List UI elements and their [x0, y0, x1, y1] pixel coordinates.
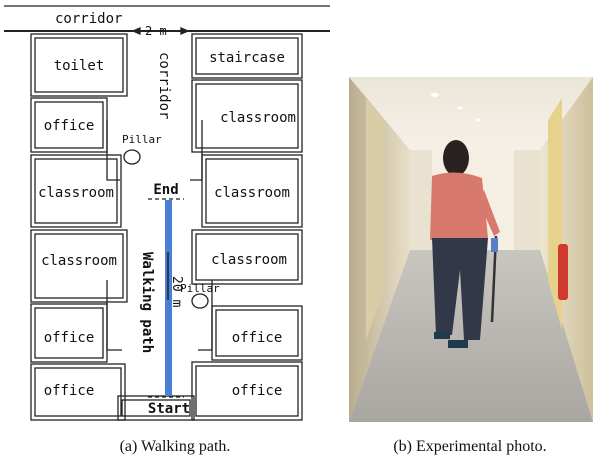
pillar-bottom-shape	[191, 293, 209, 309]
corridor-vertical-label: corridor	[156, 52, 172, 119]
room-label: classroom	[211, 252, 287, 268]
photo-fire-extinguisher	[558, 244, 568, 300]
room-inner	[195, 233, 299, 281]
room-label: classroom	[41, 253, 117, 269]
photo-ceiling-light	[457, 106, 463, 110]
room-outer	[30, 154, 122, 228]
room-label: classroom	[214, 185, 290, 201]
room-inner	[195, 83, 299, 149]
photo-person-torso	[430, 172, 488, 240]
end-label: End	[153, 182, 178, 198]
photo-person-legs	[432, 238, 488, 340]
caption-b: (b) Experimental photo.	[393, 438, 547, 455]
corridor-wall	[198, 280, 213, 351]
photo-ceiling-light	[475, 118, 481, 122]
corridor-width-label: 2 m	[145, 24, 167, 38]
room-inner	[195, 37, 299, 75]
room-inner	[34, 37, 124, 93]
room-inner	[34, 307, 104, 359]
photo-ceiling	[349, 77, 593, 150]
room-label: office	[232, 330, 283, 346]
experimental-photo	[349, 77, 593, 422]
dimension-arrow-right	[180, 27, 190, 35]
dimension-arrow-left	[131, 27, 141, 35]
room-label: office	[232, 383, 283, 399]
photo-cane-sensor	[491, 238, 498, 252]
walking-path-label: Walking path	[139, 252, 155, 353]
room-inner	[215, 309, 299, 357]
room-outer	[201, 154, 303, 228]
room-inner	[34, 367, 122, 417]
floor-plan	[4, 5, 330, 421]
corridor-wall	[106, 280, 122, 351]
photo-ceiling-light	[431, 93, 439, 97]
room-inner	[195, 365, 299, 417]
corridor-top-label: corridor	[55, 11, 122, 27]
pillar-top-label: Pillar	[122, 133, 162, 146]
room-outer	[191, 361, 303, 421]
room-label: office	[44, 118, 95, 134]
start-label: Start	[148, 401, 190, 417]
corridor-wall	[106, 120, 120, 181]
room-inner	[34, 233, 124, 299]
start-area-outer	[117, 395, 195, 421]
start-area-inner	[121, 399, 191, 417]
corridor-wall	[190, 120, 203, 181]
room-label: classroom	[220, 110, 296, 126]
path-length-label: 20 m	[169, 276, 184, 307]
room-outer	[191, 79, 303, 153]
room-label: toilet	[54, 58, 105, 74]
room-inner	[205, 158, 299, 224]
photo-person-shoe	[448, 340, 468, 348]
room-outer	[191, 33, 303, 79]
room-inner	[34, 158, 118, 224]
left-rooms	[30, 33, 128, 421]
photo-person-head	[443, 140, 469, 176]
room-label: office	[44, 383, 95, 399]
photo-person-shoe	[434, 332, 450, 339]
pillar-top-shape	[123, 149, 141, 165]
room-label: staircase	[209, 50, 285, 66]
photo-door-left	[366, 98, 384, 340]
caption-a: (a) Walking path.	[119, 438, 231, 455]
photo-person-arm	[478, 190, 500, 236]
right-rooms	[191, 33, 303, 421]
room-label: office	[44, 330, 95, 346]
room-outer	[30, 363, 126, 421]
room-outer	[191, 229, 303, 285]
pillar-bottom-label: Pillar	[180, 282, 220, 295]
room-outer	[30, 33, 128, 97]
room-label: classroom	[38, 185, 114, 201]
room-outer	[30, 229, 128, 303]
room-inner	[34, 101, 104, 149]
